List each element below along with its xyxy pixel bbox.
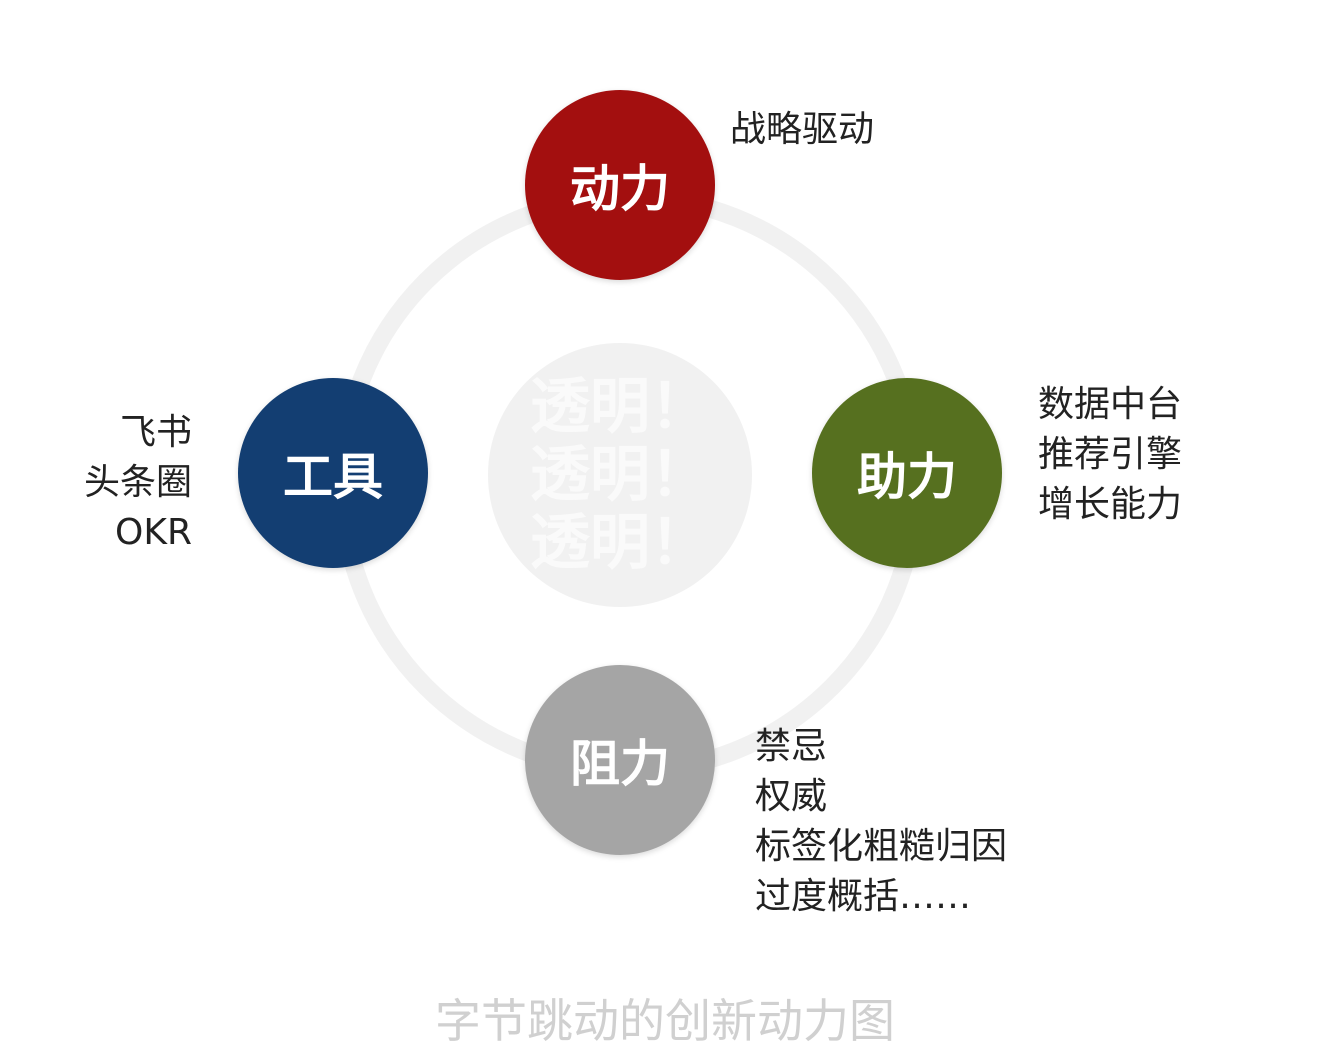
node-label: 助力 xyxy=(857,448,957,506)
center-circle: 透明！ 透明！ 透明！ xyxy=(488,343,752,607)
node-label: 工具 xyxy=(283,448,383,506)
note: 标签化粗糙归因 xyxy=(755,826,1008,867)
note: 推荐引擎 xyxy=(1038,434,1183,475)
node-resistance: 阻力 xyxy=(525,665,715,855)
tools-notes: 飞书 头条圈 OKR xyxy=(84,408,192,558)
diagram-caption: 字节跳动的创新动力图 xyxy=(435,994,895,1048)
node-label: 动力 xyxy=(570,160,670,218)
node-label: 阻力 xyxy=(570,735,670,793)
center-text: 透明！ xyxy=(530,440,710,510)
support-notes: 数据中台 推荐引擎 增长能力 xyxy=(1038,380,1182,530)
node-tools: 工具 xyxy=(238,378,428,568)
note: OKR xyxy=(115,512,192,553)
note: 权威 xyxy=(755,776,828,817)
note: 过度概括…… xyxy=(755,876,972,917)
node-support: 助力 xyxy=(812,378,1002,568)
motivation-notes: 战略驱动 xyxy=(730,105,874,155)
note: 禁忌 xyxy=(755,726,828,767)
center-text: 透明！ xyxy=(530,508,710,578)
note: 飞书 xyxy=(119,412,192,453)
note: 增长能力 xyxy=(1038,484,1183,525)
note: 头条圈 xyxy=(83,462,192,503)
node-motivation: 动力 xyxy=(525,90,715,280)
center-text: 透明！ xyxy=(530,372,710,442)
note: 战略驱动 xyxy=(730,109,875,150)
note: 数据中台 xyxy=(1038,384,1183,425)
resistance-notes: 禁忌 权威 标签化粗糙归因 过度概括…… xyxy=(755,722,1007,922)
